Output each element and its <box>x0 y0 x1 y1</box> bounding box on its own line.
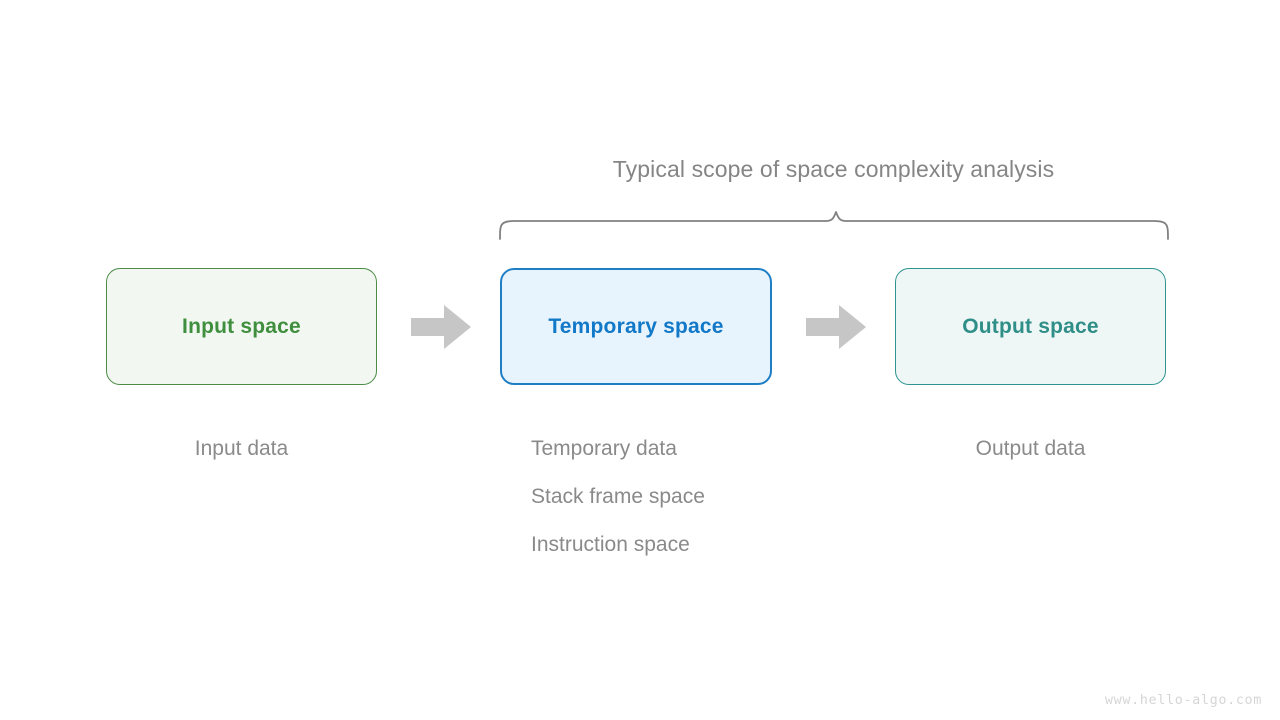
output-caption-group: Output data <box>895 425 1166 473</box>
right-arrow-icon <box>410 303 472 351</box>
temporary-caption-group: Temporary data Stack frame space Instruc… <box>531 425 705 569</box>
scope-title: Typical scope of space complexity analys… <box>612 156 1055 182</box>
temporary-space-label: Temporary space <box>548 314 724 338</box>
output-space-label: Output space <box>962 314 1099 338</box>
caption-line: Stack frame space <box>531 485 705 508</box>
caption-line: Input data <box>194 437 289 460</box>
curly-brace-icon <box>492 203 1176 247</box>
caption-line: Temporary data <box>531 437 677 460</box>
input-caption-group: Input data <box>106 425 377 473</box>
caption-line: Output data <box>975 437 1086 460</box>
input-space-label: Input space <box>182 314 301 338</box>
right-arrow-icon <box>805 303 867 351</box>
caption-line: Instruction space <box>531 533 690 556</box>
output-space-box: Output space <box>895 268 1166 385</box>
watermark: www.hello-algo.com <box>1104 692 1262 708</box>
input-space-box: Input space <box>106 268 377 385</box>
temporary-space-box: Temporary space <box>500 268 772 385</box>
